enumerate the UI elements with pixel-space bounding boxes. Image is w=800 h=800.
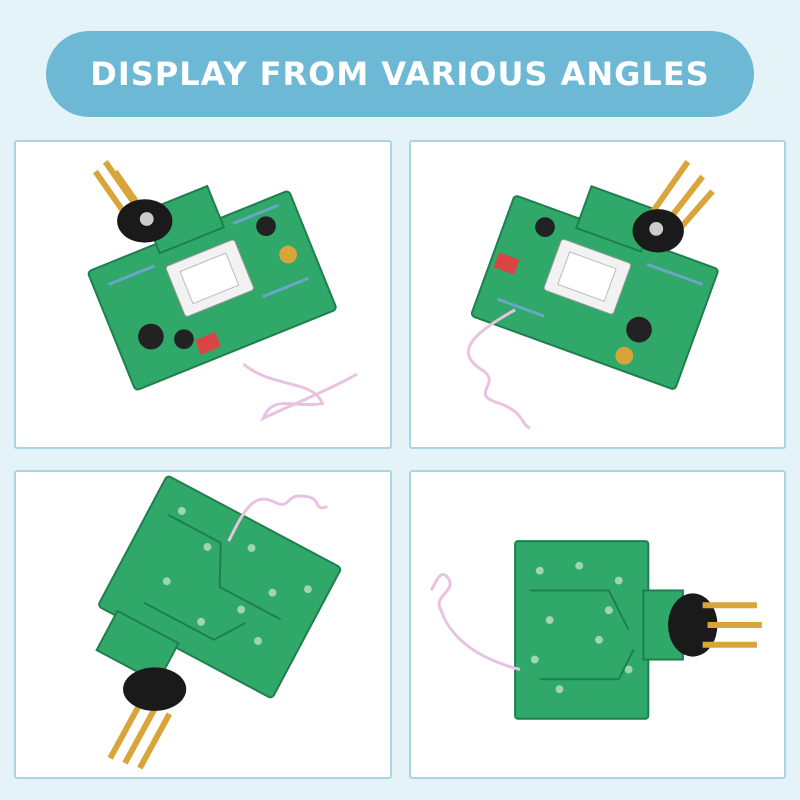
title-banner: DISPLAY FROM VARIOUS ANGLES	[46, 31, 754, 117]
pcb-front-right-illustration	[466, 160, 719, 430]
pcb-back-rotated-illustration	[95, 475, 342, 770]
product-photo-front-left	[14, 140, 392, 449]
product-photo-front-right	[409, 140, 786, 449]
pcb-back-side-illustration	[429, 540, 762, 720]
banner-title: DISPLAY FROM VARIOUS ANGLES	[90, 55, 710, 93]
product-photo-back-side	[409, 470, 786, 779]
product-photo-back-rotated	[14, 470, 392, 779]
pcb-front-left-illustration	[87, 160, 358, 422]
